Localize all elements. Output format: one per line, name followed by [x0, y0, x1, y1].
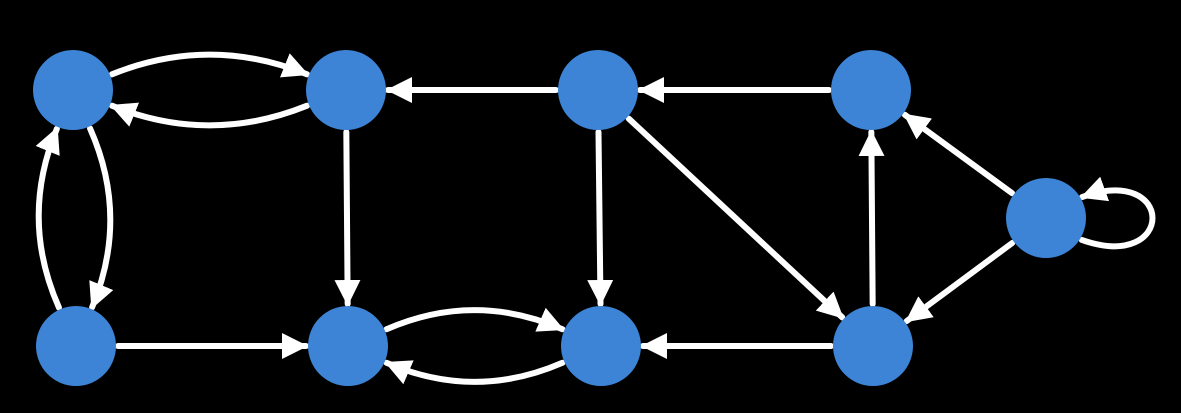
edge-n1-to-n6 — [87, 125, 114, 311]
edge-n7-to-n8 — [383, 307, 566, 333]
node-n2 — [306, 50, 386, 130]
node-n5 — [1006, 178, 1086, 258]
edge-n5-to-n4 — [901, 111, 1016, 197]
node-n4 — [831, 50, 911, 130]
edge-n3-to-n8 — [587, 128, 614, 308]
node-n1 — [33, 50, 113, 130]
edge-n5-to-n5 — [1078, 176, 1156, 250]
edge-n8-to-n7 — [383, 359, 566, 385]
node-n9 — [833, 306, 913, 386]
edge-n1-to-n2 — [108, 51, 311, 78]
edge-n5-to-n9 — [903, 239, 1016, 325]
edge-n2-to-n7 — [334, 128, 361, 308]
node-n7 — [308, 306, 388, 386]
edge-n6-to-n1 — [35, 125, 62, 311]
edges-layer — [35, 51, 1156, 385]
node-n6 — [36, 306, 116, 386]
edge-n9-to-n4 — [858, 128, 885, 308]
edge-n3-to-n9 — [625, 115, 846, 321]
node-n3 — [558, 50, 638, 130]
edge-n2-to-n1 — [108, 102, 311, 129]
nodes-layer — [33, 50, 1086, 386]
node-n8 — [561, 306, 641, 386]
